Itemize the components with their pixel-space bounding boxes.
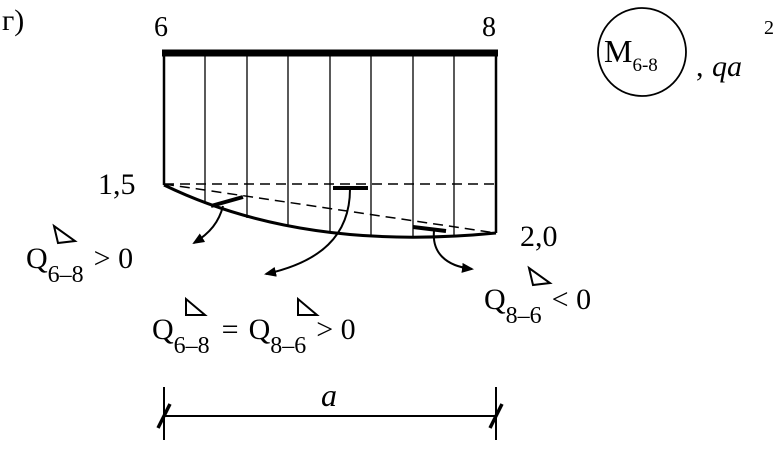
figure-label: г) <box>2 4 24 37</box>
shear-arrows <box>192 188 474 277</box>
svg-text:Q6–8> 0: Q6–8> 0 <box>26 242 133 288</box>
diagram-hatching <box>204 53 455 236</box>
svg-text:Q8–6< 0: Q8–6< 0 <box>484 283 591 329</box>
diagram-title: M6-8 , qa 2 <box>597 7 774 97</box>
shear-label-left: Q6–8> 0 <box>26 223 133 288</box>
node-right-label: 8 <box>482 12 496 43</box>
span-dimension <box>156 387 504 440</box>
svg-text:2: 2 <box>764 17 774 39</box>
sign-triangle-icon <box>297 296 320 316</box>
shear-label-right: Q8–6< 0 <box>484 265 591 329</box>
svg-text:qa: qa <box>712 50 742 83</box>
svg-text:Q6–8=Q8–6> 0: Q6–8=Q8–6> 0 <box>152 313 356 359</box>
moment-diagram-outline <box>162 53 498 239</box>
sign-wedge-icon <box>52 223 78 245</box>
tangent-markers <box>210 186 447 233</box>
sign-triangle-icon <box>185 296 208 316</box>
value-right: 2,0 <box>520 220 558 253</box>
node-left-label: 6 <box>154 12 168 43</box>
svg-text:,: , <box>696 50 704 83</box>
value-left: 1,5 <box>98 168 136 201</box>
dashed-helper-lines <box>163 183 497 234</box>
sign-wedge-icon <box>527 265 553 287</box>
svg-text:M6-8: M6-8 <box>604 33 658 76</box>
span-label: a <box>321 377 337 413</box>
shear-label-middle: Q6–8=Q8–6> 0 <box>152 296 356 359</box>
